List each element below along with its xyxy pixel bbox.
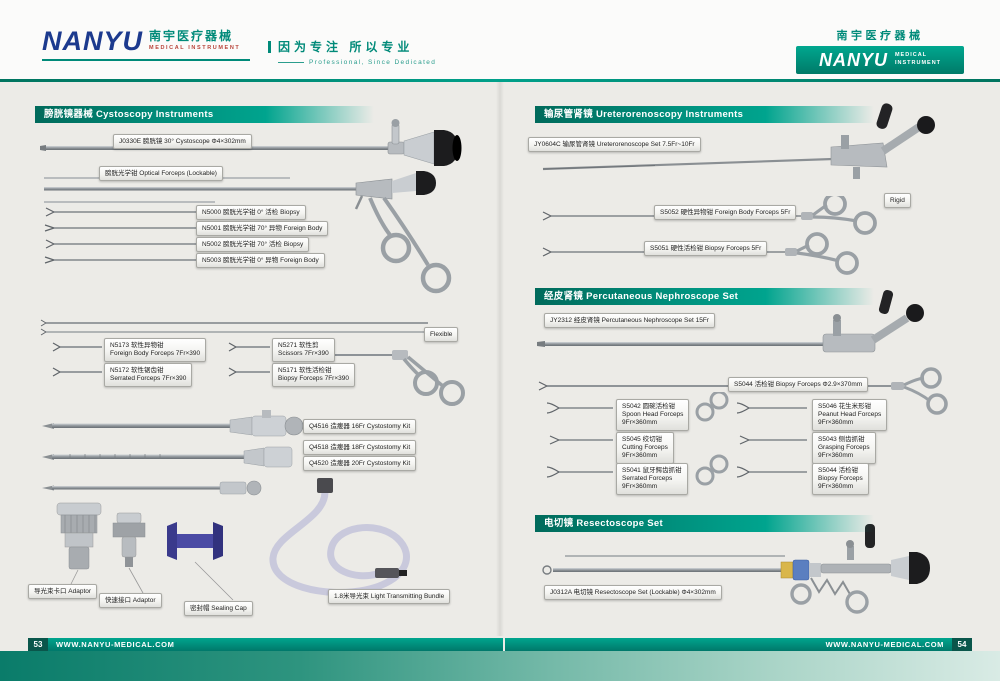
label-line: Scissors 7Fr×390 (278, 349, 329, 357)
brand-right-box: NANYU MEDICAL INSTRUMENT (796, 46, 964, 74)
ureterorenoscope-image (542, 103, 935, 179)
label-n5002: N5002 膀胱光学钳 70° 活检 Biopsy (196, 237, 310, 253)
label-line: Cutting Forceps (622, 443, 668, 451)
nephro-forceps-tips-image (546, 392, 807, 486)
cystostomy-kits-image (42, 410, 304, 496)
brand-right-chinese: 南宇医疗器械 (836, 30, 924, 42)
label-line: S5045 绞切钳 (622, 435, 663, 443)
label-n5173: N5173 软性异物钳 Foreign Body Forceps 7Fr×390 (104, 338, 207, 362)
label-line: Biopsy Forceps (818, 474, 863, 482)
label-q4520: Q4520 造瘘器 20Fr Cystostomy Kit (303, 456, 417, 472)
label-flexible: Flexible (424, 327, 459, 343)
footer-bar-right: WWW.NANYU-MEDICAL.COM (505, 638, 952, 651)
label-line: Serrated Forceps 7Fr×390 (110, 374, 187, 382)
brand-logo-left: NANYU 南宇医疗器械 MEDICAL INSTRUMENT (42, 28, 250, 61)
label-line: N5172 软性锯齿钳 (110, 366, 164, 374)
label-line: 9Fr×360mm (622, 419, 658, 427)
label-line: S5044 活检钳 (818, 466, 859, 474)
footer-bar-left: WWW.NANYU-MEDICAL.COM (48, 638, 503, 651)
optical-forceps-image (44, 171, 452, 294)
label-n5171: N5171 软性活检钳 Biopsy Forceps 7Fr×390 (272, 363, 355, 387)
label-s5042: S5042 圆碗活检钳 Spoon Head Forceps 9Fr×360mm (616, 399, 690, 432)
adapters-and-light-bundle-image (56, 478, 410, 601)
brand-subtitle: MEDICAL INSTRUMENT (149, 45, 241, 52)
label-j0312a-resectoscope: J0312A 电切镜 Resectoscope Set (Lockable) Φ… (544, 585, 722, 601)
page-number-left: 53 (28, 638, 48, 651)
label-line: Spoon Head Forceps (622, 410, 684, 418)
label-n5003: N5003 膀胱光学钳 0° 异物 Foreign Body (196, 253, 325, 269)
nephroscope-image (537, 290, 924, 353)
label-line: S5042 圆碗活检钳 (622, 402, 676, 410)
bottom-gradient-band (0, 651, 1000, 681)
brand-logo-right: 南宇医疗器械 NANYU MEDICAL INSTRUMENT (796, 27, 964, 74)
slogan-dash (278, 62, 304, 63)
catalog-header: NANYU 南宇医疗器械 MEDICAL INSTRUMENT 因为专注 所以专… (0, 0, 1000, 79)
label-line: S5046 花生米形钳 (818, 402, 872, 410)
footer-url-right: WWW.NANYU-MEDICAL.COM (825, 640, 944, 649)
label-light-guide-adaptor: 导光束卡口 Adaptor (28, 584, 98, 600)
label-j0330e-cystoscope: J0330E 膀胱镜 30° Cystoscope Φ4×302mm (113, 134, 252, 150)
label-s5041: S5041 鼠牙鳄齿抓钳 Serrated Forceps 9Fr×360mm (616, 463, 688, 496)
page-spine-shadow (496, 82, 504, 636)
label-q4516: Q4516 造瘘器 16Fr Cystostomy Kit (303, 419, 417, 435)
section-header-ureterorenoscopy: 输尿管肾镜 Ureterorenoscopy Instruments (535, 106, 874, 123)
label-n5271: N5271 软性剪 Scissors 7Fr×390 (272, 338, 335, 362)
footer-url-left: WWW.NANYU-MEDICAL.COM (56, 640, 175, 649)
label-sealing-cap: 密封帽 Sealing Cap (184, 601, 253, 617)
label-line: 9Fr×360mm (622, 452, 658, 460)
label-optical-forceps: 膀胱光学钳 Optical Forceps (Lockable) (99, 166, 223, 182)
brand-right-sub2: INSTRUMENT (894, 60, 942, 66)
label-s5045: S5045 绞切钳 Cutting Forceps 9Fr×360mm (616, 432, 674, 465)
label-jy2312-nephroscope: JY2312 经皮肾镜 Percutaneous Nephroscope Set… (544, 313, 715, 329)
label-line: 9Fr×360mm (818, 483, 854, 491)
label-s5044-grid: S5044 活检钳 Biopsy Forceps 9Fr×360mm (812, 463, 869, 496)
label-light-bundle: 1.8米导光束 Light Transmitting Bundle (328, 589, 451, 605)
resectoscope-image (542, 524, 930, 614)
label-line: Biopsy Forceps 7Fr×390 (278, 374, 349, 382)
label-line: Peanut Head Forceps (818, 410, 882, 418)
brand-chinese-name: 南宇医疗器械 (149, 29, 234, 43)
label-line: Foreign Body Forceps 7Fr×390 (110, 349, 201, 357)
label-q4518: Q4518 造瘘器 18Fr Cystostomy Kit (303, 440, 417, 456)
label-line: N5173 软性异物钳 (110, 341, 164, 349)
page-number-right: 54 (952, 638, 972, 651)
label-line: 9Fr×360mm (818, 452, 854, 460)
label-s5052: S5052 硬性异物钳 Foreign Body Forceps 5Fr (654, 205, 797, 221)
label-line: 9Fr×360mm (818, 419, 854, 427)
flexible-forceps-image (40, 319, 465, 406)
label-s5043: S5043 侧齿抓钳 Grasping Forceps 9Fr×360mm (812, 432, 876, 465)
label-n5172: N5172 软性锯齿钳 Serrated Forceps 7Fr×390 (104, 363, 193, 387)
brand-right-sub1: MEDICAL (894, 52, 928, 59)
label-line: Grasping Forceps (818, 443, 870, 451)
section-header-cystoscopy: 膀胱镜器械 Cystoscopy Instruments (35, 106, 374, 123)
header-slogan: 因为专注 所以专业 Professional, Since Dedicated (268, 38, 436, 66)
section-header-resectoscope: 电切镜 Resectoscope Set (535, 515, 874, 532)
label-n5000: N5000 膀胱光学钳 0° 活检 Biopsy (196, 205, 306, 221)
label-line: Serrated Forceps (622, 474, 673, 482)
label-s5051: S5051 硬性活检钳 Biopsy Forceps 5Fr (644, 241, 768, 257)
label-n5001: N5001 膀胱光学钳 70° 异物 Foreign Body (196, 221, 329, 237)
brand-right-name: NANYU (818, 49, 888, 70)
logo-underline (42, 59, 250, 61)
optical-insert-rods-image (44, 207, 208, 264)
label-line: S5041 鼠牙鳄齿抓钳 (622, 466, 682, 474)
label-s5046: S5046 花生米形钳 Peanut Head Forceps 9Fr×360m… (812, 399, 888, 432)
label-quick-adaptor: 快速接口 Adaptor (99, 593, 162, 609)
brand-name: NANYU (42, 26, 144, 56)
label-line: 9Fr×360mm (622, 483, 658, 491)
slogan-english: Professional, Since Dedicated (309, 59, 437, 66)
label-jy0604c-ureteroscope: JY0604C 输尿管肾镜 Ureterorenoscope Set 7.5Fr… (528, 137, 701, 153)
section-header-nephroscope: 经皮肾镜 Percutaneous Nephroscope Set (535, 288, 874, 305)
label-line: N5171 软性活检钳 (278, 366, 332, 374)
label-line: S5043 侧齿抓钳 (818, 435, 865, 443)
slogan-accent-bar (268, 40, 271, 53)
label-line: N5271 软性剪 (278, 341, 319, 349)
label-rigid: Rigid (884, 193, 911, 209)
label-s5044-long: S5044 活检钳 Biopsy Forceps Φ2.9×370mm (728, 377, 869, 393)
header-divider (0, 79, 1000, 82)
slogan-chinese: 因为专注 所以专业 (278, 40, 414, 54)
